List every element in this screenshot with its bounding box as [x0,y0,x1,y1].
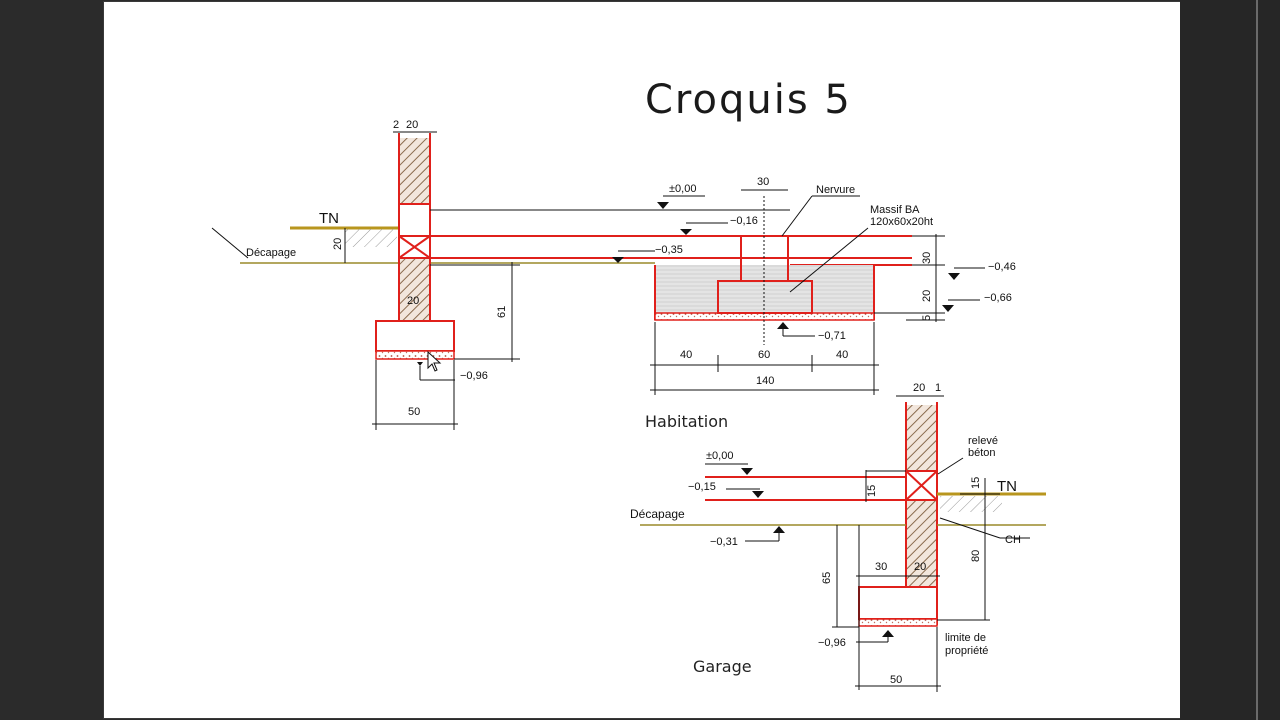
garage-level-marker-000 [741,468,753,475]
level-035-label: −0,35 [655,244,683,256]
wall-upper-masonry [399,138,430,204]
blinding-layer [375,350,455,360]
level-046-label: −0,46 [988,261,1016,273]
dim-30-right: 30 [921,252,933,264]
ch-label: CH [1005,534,1021,546]
dim-61: 61 [496,306,508,318]
level-071-label: −0,71 [818,330,846,342]
dim-40-left: 40 [680,349,692,361]
habitation-section: TN Décapage 2 20 20 20 61 50 −0,96 ±0,00… [211,119,1016,431]
chainage-box [398,235,431,259]
massif-label-1: Massif BA [870,204,920,216]
garage-level-015: −0,15 [688,481,716,493]
massif-ba-block [717,280,813,314]
level-marker-016 [680,229,692,235]
tn-label: TN [319,210,339,227]
releve-label-2: béton [968,447,996,459]
garage-level-096: −0,96 [818,637,846,649]
level-marker-035 [612,257,624,263]
dim-50: 50 [408,406,420,418]
level-marker-000 [657,202,669,209]
chainage-cross-2 [398,235,431,259]
garage-level-marker-031 [773,526,785,533]
garage-dim-30: 30 [875,561,887,573]
level-066-label: −0,66 [984,292,1012,304]
releve-label-1: relevé [968,435,998,447]
garage-dim-65: 65 [821,572,833,584]
garage-dim-20: 20 [914,561,926,573]
level-marker-071 [777,322,789,329]
garage-wall-upper [906,405,937,471]
dim-140: 140 [756,375,774,387]
garage-footing [858,586,938,620]
massif-label-2: 120x60x20ht [870,216,933,228]
wall-lower-masonry [399,258,430,320]
mouse-cursor [427,350,442,372]
dim-20-inner: 20 [407,295,419,307]
limite-label-1: limite de [945,632,986,644]
garage-section: 20 1 ±0,00 −0,15 Décapage −0,31 15 65 [630,382,1046,692]
decapage-label: Décapage [246,247,296,259]
garage-dim-15-right: 15 [970,477,982,489]
level-marker-066 [942,305,954,312]
nervure-label: Nervure [816,184,855,196]
strip-footing [375,320,455,352]
garage-caption: Garage [693,657,752,676]
drawing-title: Croquis 5 [645,77,852,123]
dim-40-right: 40 [836,349,848,361]
habitation-caption: Habitation [645,412,728,431]
viewer-right-margin [1180,0,1280,720]
garage-level-031: −0,31 [710,536,738,548]
garage-level-000: ±0,00 [706,450,733,462]
garage-chainage-box [905,470,938,501]
garage-ground-hatch [940,496,1002,512]
dim-20-right: 20 [921,290,933,302]
dim-5: 5 [921,315,933,321]
drawing-sheet [104,2,1180,718]
garage-wall-width: 20 [913,382,925,394]
dim-60: 60 [758,349,770,361]
ground-hatch [345,229,397,247]
limite-label-2: propriété [945,645,988,657]
dim-30-top: 30 [757,176,769,188]
wall-gap-dim: 2 [393,119,399,131]
garage-dim-15-left: 15 [866,485,878,497]
garage-wall-gap: 1 [935,382,941,394]
garage-level-marker-015 [752,491,764,498]
slope-line [211,227,249,259]
level-marker-046 [948,273,960,280]
scroll-edge [1256,0,1258,720]
garage-wall-lower [906,500,937,586]
garage-dim-50: 50 [890,674,902,686]
garage-blinding [858,618,938,627]
level-000-label: ±0,00 [669,183,696,195]
dim-20-left: 20 [332,238,344,250]
wall-width-dim: 20 [406,119,418,131]
level-096-label: −0,96 [460,370,488,382]
garage-decapage-label: Décapage [630,507,685,521]
garage-dim-80: 80 [970,550,982,562]
garage-level-marker-096 [882,630,894,637]
level-016-label: −0,16 [730,215,758,227]
garage-tn-label: TN [997,478,1017,495]
